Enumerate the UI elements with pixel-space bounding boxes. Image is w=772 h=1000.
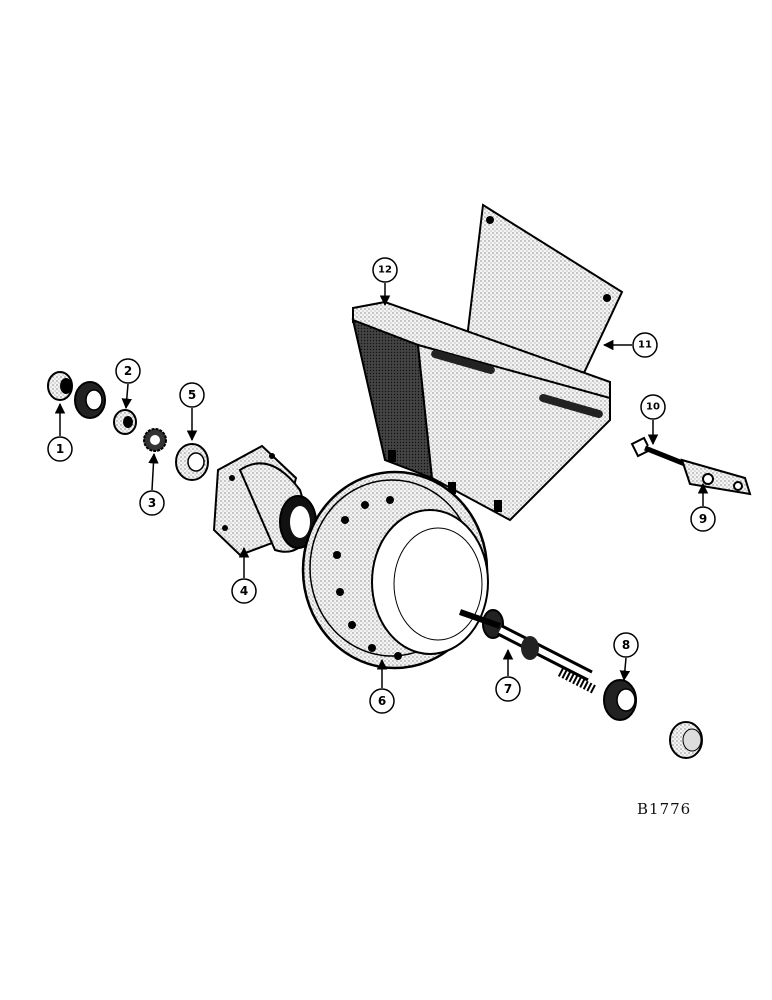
callout-circle-1 — [47, 436, 73, 462]
callout-circle-11 — [632, 332, 658, 358]
callout-label-4: 4 — [240, 584, 248, 598]
callout-circle-5 — [179, 382, 205, 408]
part-bearing-cup — [47, 371, 73, 401]
callout-label-11: 11 — [638, 340, 652, 351]
callout-circle-2 — [115, 358, 141, 384]
callout-label-5: 5 — [188, 388, 196, 402]
callout-label-9: 9 — [699, 512, 707, 526]
part-seal — [175, 443, 209, 481]
callout-label-2: 2 — [124, 364, 132, 378]
callout-circle-12 — [372, 257, 398, 283]
callout-circle-3 — [139, 490, 165, 516]
callout-circle-9 — [690, 506, 716, 532]
callout-circle-8 — [613, 632, 639, 658]
callout-circle-4 — [231, 578, 257, 604]
callout-label-12: 12 — [378, 265, 392, 276]
callout-label-10: 10 — [646, 402, 660, 413]
part-nut-small — [143, 428, 167, 452]
callout-circle-10 — [640, 394, 666, 420]
callout-label-1: 1 — [56, 442, 64, 456]
part-bearing-cone — [74, 381, 106, 419]
callouts — [54, 283, 709, 688]
part-bracket — [351, 300, 611, 522]
callout-circle-7 — [495, 676, 521, 702]
callout-label-7: 7 — [504, 682, 512, 696]
part-spacer — [113, 409, 137, 435]
part-spindle — [459, 609, 598, 695]
callout-label-8: 8 — [622, 638, 630, 652]
part-hub — [212, 444, 317, 557]
part-castle-nut — [603, 679, 637, 721]
callout-label-3: 3 — [148, 496, 156, 510]
figure-code: B1776 — [637, 800, 692, 818]
callout-label-6: 6 — [378, 694, 386, 708]
part-hub-cap — [669, 721, 703, 759]
part-wheel-rim — [301, 470, 489, 670]
callout-circle-6 — [369, 688, 395, 714]
part-link — [680, 458, 752, 496]
